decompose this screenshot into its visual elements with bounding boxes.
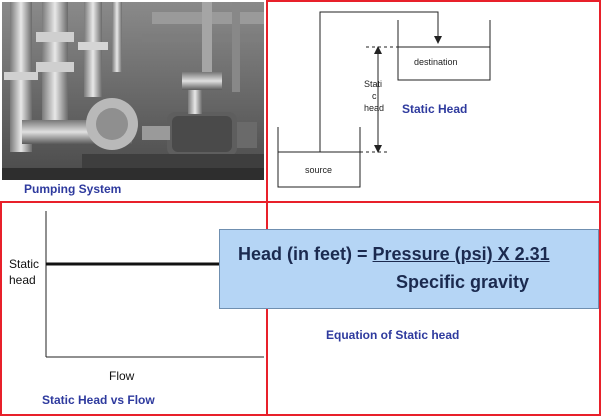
static-head-label-line-1: Stati <box>364 79 383 89</box>
equation-caption: Equation of Static head <box>326 328 460 342</box>
equation-box: Head (in feet) = Pressure (psi) X 2.31 S… <box>219 229 599 309</box>
x-axis-label: Flow <box>109 369 135 383</box>
y-axis-label-line-1: Static <box>9 257 40 271</box>
equation-numerator: Pressure (psi) X 2.31 <box>372 244 550 264</box>
equation-line-1: Head (in feet) = Pressure (psi) X 2.31 <box>238 244 550 265</box>
pump-photo <box>2 2 264 180</box>
flow-arrow-icon <box>434 36 442 44</box>
static-head-caption: Static Head <box>402 102 468 116</box>
static-head-diagram <box>277 11 491 188</box>
destination-tank <box>397 20 491 81</box>
equation-lhs: Head (in feet) = <box>238 244 373 264</box>
y-axis-label-line-2: head <box>9 273 36 287</box>
static-head-label-line-2: c <box>372 91 377 101</box>
static-head-dimension-arrow <box>374 46 382 153</box>
pumping-system-panel: Pumping System <box>0 0 268 203</box>
source-tank <box>277 127 361 188</box>
static-head-label-line-3: head <box>364 103 385 113</box>
destination-label: destination <box>414 57 458 67</box>
pumping-system-caption: Pumping System <box>24 182 122 196</box>
static-head-vs-flow-caption: Static Head vs Flow <box>42 393 155 407</box>
equation-denominator: Specific gravity <box>396 272 530 292</box>
pump-illustration <box>2 2 264 180</box>
source-label: source <box>305 165 333 175</box>
connecting-pipe <box>319 11 442 152</box>
static-head-panel: destination source Stati c head Static H… <box>266 0 601 203</box>
